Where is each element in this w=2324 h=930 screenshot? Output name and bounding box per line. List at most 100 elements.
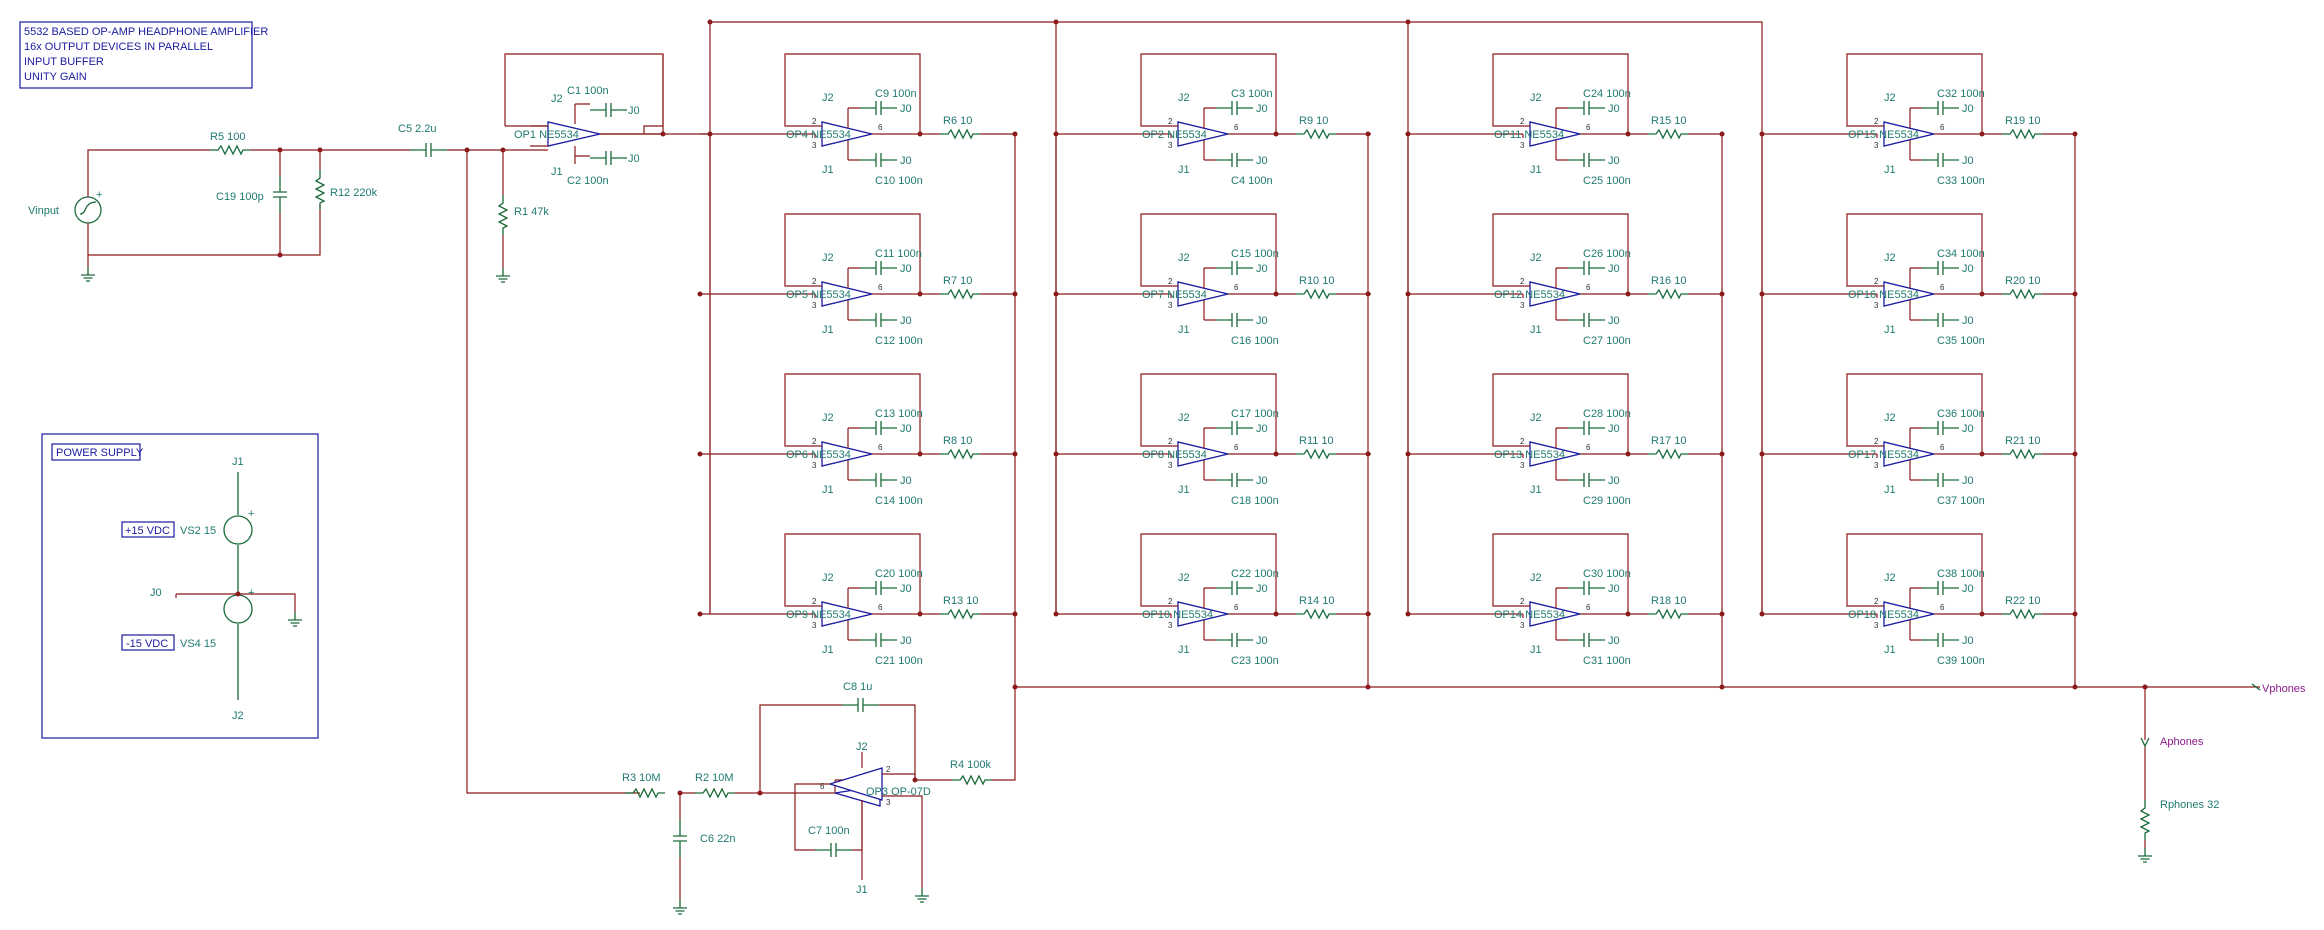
stage-j1-label: J1	[822, 164, 834, 176]
stage-resistor-label: R14 10	[1299, 595, 1334, 607]
r4-label: R4 100k	[950, 759, 991, 771]
vs2-source-symbol	[223, 515, 253, 545]
stage-resistor	[1647, 449, 1689, 459]
note-line-3: INPUT BUFFER	[24, 56, 104, 68]
stage-j1-label: J1	[1530, 484, 1542, 496]
stage-resistor-label: R20 10	[2005, 275, 2040, 287]
stage-top-j0-label: J0	[900, 263, 912, 275]
stage-pin6: 6	[1586, 443, 1591, 452]
stage-bottom-cap-label: C23 100n	[1231, 655, 1279, 667]
stage-top-cap-label: C32 100n	[1937, 88, 1985, 100]
stage-pin2: 2	[1520, 277, 1525, 286]
stage-top-cap-label: C30 100n	[1583, 568, 1631, 580]
stage-opamp-label: OP2 NE5534	[1142, 129, 1207, 141]
stage-top-capacitor	[1921, 260, 1960, 276]
stage-pin3: 3	[1874, 301, 1879, 310]
stage-bottom-cap-label: C25 100n	[1583, 175, 1631, 187]
svg-text:+: +	[96, 189, 102, 201]
stage-resistor-label: R19 10	[2005, 115, 2040, 127]
stage-j2-label: J2	[822, 252, 834, 264]
stage-pin2: 2	[1168, 117, 1173, 126]
svg-text:+: +	[248, 508, 254, 520]
c19-capacitor	[272, 175, 288, 214]
stage-bottom-cap-label: C4 100n	[1231, 175, 1273, 187]
stage-j2-label: J2	[1178, 412, 1190, 424]
stage-j2-label: J2	[822, 572, 834, 584]
op3-pin3: 3	[886, 798, 891, 807]
power-supply-title: POWER SUPPLY	[56, 447, 144, 459]
stage-opamp-label: OP13 NE5534	[1494, 449, 1565, 461]
stage-resistor-label: R15 10	[1651, 115, 1686, 127]
r12-resistor	[315, 169, 325, 211]
stage-j2-label: J2	[1884, 252, 1896, 264]
r1-label: R1 47k	[514, 206, 549, 218]
op3-j2: J2	[856, 741, 868, 753]
stage-pin3: 3	[1168, 461, 1173, 470]
stage-bottom-j0-label: J0	[1962, 475, 1974, 487]
stage-pin6: 6	[1234, 123, 1239, 132]
stage-opamp-symbol	[1177, 281, 1229, 307]
input-buffer: OP1 NE5534 J2 J1 J0 J0 C1 100n C2 100n	[504, 53, 700, 187]
stage-opamp-symbol	[821, 281, 873, 307]
stage-opamp-symbol	[1529, 601, 1581, 627]
stage-bottom-capacitor	[1215, 152, 1254, 168]
stage-bottom-cap-label: C12 100n	[875, 335, 923, 347]
stage-top-capacitor	[859, 100, 898, 116]
op3-j1: J1	[856, 884, 868, 896]
stage-j1-label: J1	[1530, 324, 1542, 336]
stage-resistor	[2001, 129, 2043, 139]
stage-bottom-capacitor	[1567, 152, 1606, 168]
stage-pin3: 3	[1520, 141, 1525, 150]
stage-opamp-label: OP12 NE5534	[1494, 289, 1565, 301]
stage-j1-label: J1	[1884, 164, 1896, 176]
stage-resistor-label: R16 10	[1651, 275, 1686, 287]
r1-resistor	[498, 194, 508, 236]
r12-label: R12 220k	[330, 187, 378, 199]
stage-pin2: 2	[1168, 277, 1173, 286]
stage-top-cap-label: C38 100n	[1937, 568, 1985, 580]
stage-resistor	[939, 449, 981, 459]
c8-label: C8 1u	[843, 681, 872, 693]
op1-c2-j0: J0	[628, 153, 640, 165]
stage-bottom-j0-label: J0	[900, 315, 912, 327]
stage-pin6: 6	[878, 283, 883, 292]
ps-neg-label: -15 VDC	[126, 638, 168, 650]
stage-bottom-j0-label: J0	[1256, 315, 1268, 327]
output-bus: Aphones Rphones 32 Vphones	[700, 19, 2306, 863]
stage-resistor	[1647, 129, 1689, 139]
stage-top-j0-label: J0	[1256, 263, 1268, 275]
stage-pin3: 3	[812, 621, 817, 630]
stage-pin3: 3	[812, 141, 817, 150]
note-line-4: UNITY GAIN	[24, 71, 87, 83]
stage-top-j0-label: J0	[1256, 423, 1268, 435]
stage-top-capacitor	[859, 260, 898, 276]
notes-block: 5532 BASED OP-AMP HEADPHONE AMPLIFIER 16…	[19, 21, 268, 89]
stage-pin3: 3	[1520, 301, 1525, 310]
stage-resistor-label: R9 10	[1299, 115, 1328, 127]
stage-bottom-j0-label: J0	[1256, 475, 1268, 487]
stage-pin3: 3	[812, 301, 817, 310]
stage-pin2: 2	[1520, 597, 1525, 606]
stage-bottom-cap-label: C37 100n	[1937, 495, 1985, 507]
stage-opamp-label: OP17 NE5534	[1848, 449, 1919, 461]
stage-bottom-capacitor	[1567, 632, 1606, 648]
c8-capacitor	[841, 697, 880, 713]
stage-resistor	[1647, 609, 1689, 619]
stage-opamp-symbol	[1529, 441, 1581, 467]
stage-pin2: 2	[1168, 597, 1173, 606]
stage-top-cap-label: C3 100n	[1231, 88, 1273, 100]
stage-resistor-label: R21 10	[2005, 435, 2040, 447]
stage-bottom-cap-label: C31 100n	[1583, 655, 1631, 667]
stage-opamp-symbol	[1529, 121, 1581, 147]
stage-resistor-label: R13 10	[943, 595, 978, 607]
stage-pin3: 3	[1874, 141, 1879, 150]
input-section: + Vinput R5 100 C19 100p R12 220k C5 2.2…	[28, 123, 625, 794]
stage-bottom-j0-label: J0	[1962, 635, 1974, 647]
stage-j2-label: J2	[822, 92, 834, 104]
stage-top-cap-label: C22 100n	[1231, 568, 1279, 580]
stage-opamp-label: OP9 NE5534	[786, 609, 851, 621]
